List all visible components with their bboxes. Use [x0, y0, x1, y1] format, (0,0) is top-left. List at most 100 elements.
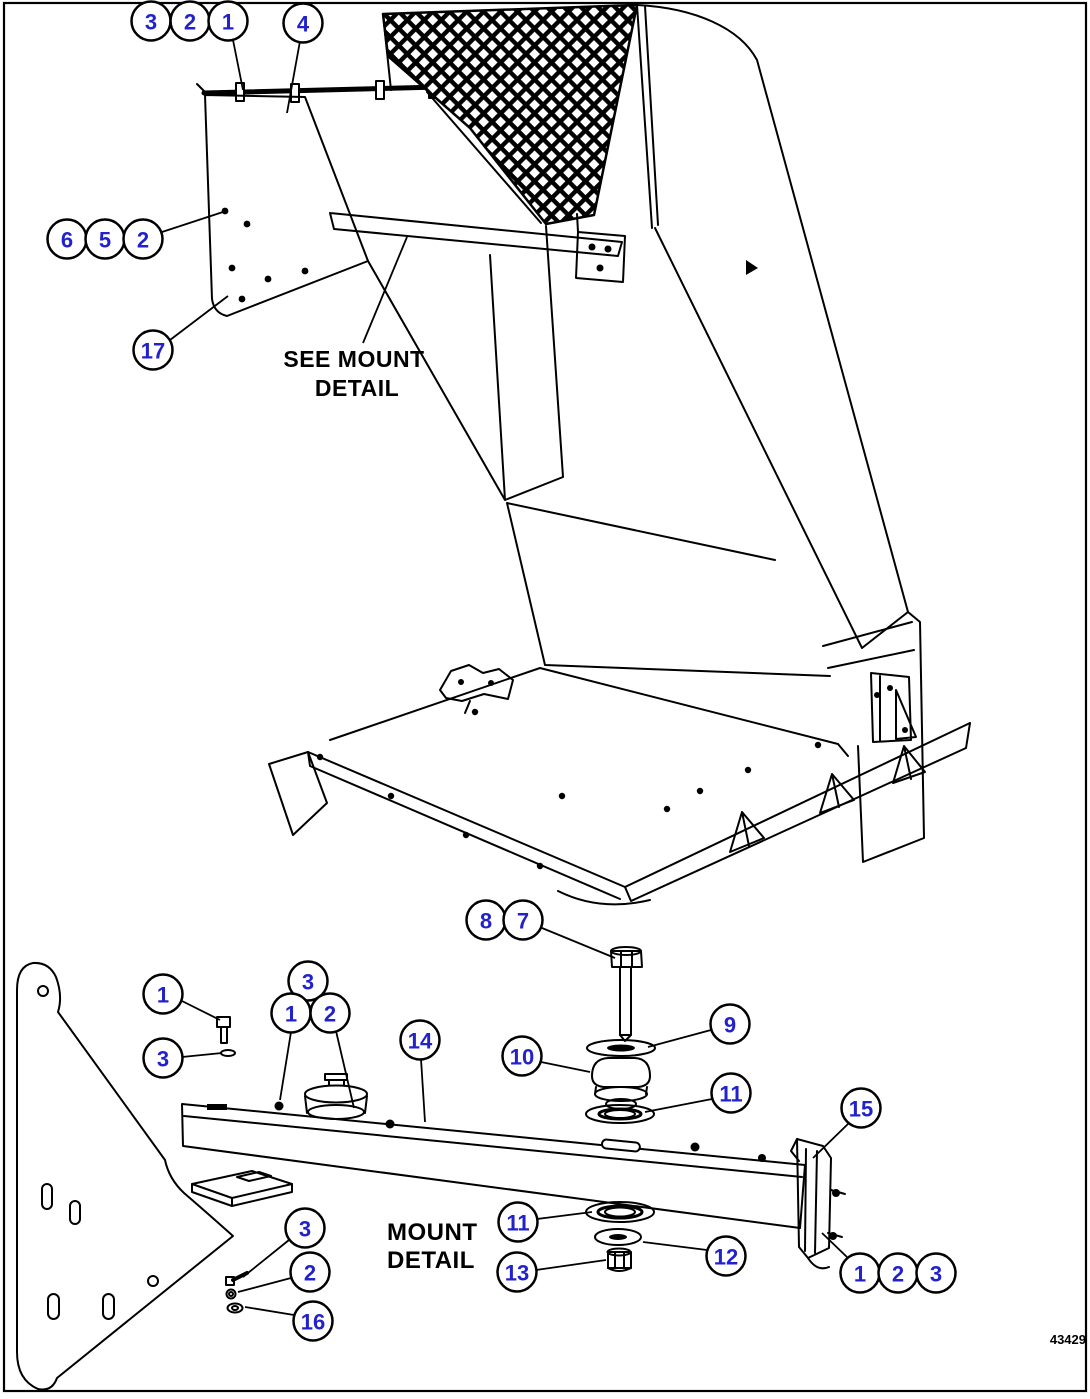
beam-foot-plate [191, 1170, 293, 1207]
callout-balloon-3-11: 3 [142, 1037, 184, 1079]
leader-line-1-2 [232, 39, 244, 91]
balloon-circle [710, 1072, 752, 1114]
leader-line-1-26 [821, 1232, 849, 1259]
balloon-number: 2 [304, 1261, 316, 1286]
callout-balloon-7-9: 7 [502, 899, 544, 941]
mount-detail-label-line2: DETAIL [387, 1247, 475, 1274]
balloon-number: 9 [724, 1013, 736, 1038]
balloon-circle [287, 960, 329, 1002]
deck-platform [268, 664, 971, 906]
balloon-circle [142, 1037, 184, 1079]
balloon-number: 16 [301, 1310, 325, 1335]
leader-line-14-15 [420, 1058, 426, 1123]
balloon-number: 3 [930, 1262, 942, 1287]
leader-line-13-22 [535, 1259, 607, 1271]
balloon-number: 15 [849, 1097, 873, 1122]
callout-balloon-11-18: 11 [710, 1072, 752, 1114]
mount-rail [329, 212, 626, 283]
callout-balloon-12-21: 12 [705, 1235, 747, 1277]
balloon-circle [132, 329, 174, 371]
balloon-number: 14 [408, 1029, 433, 1054]
callout-balloon-2-1: 2 [169, 0, 211, 42]
callout-balloon-17-7: 17 [132, 329, 174, 371]
balloon-circle [709, 1003, 751, 1045]
callout-balloon-14-15: 14 [399, 1019, 441, 1061]
balloon-number: 17 [141, 339, 165, 364]
balloon-circle [282, 2, 324, 44]
balloon-circle [497, 1201, 539, 1243]
balloon-number: 3 [299, 1217, 311, 1242]
isolator-mount-installed [304, 1073, 368, 1120]
callout-balloon-13-22: 13 [496, 1251, 538, 1293]
balloon-circle [142, 973, 184, 1015]
callout-balloon-2-27: 2 [877, 1252, 919, 1294]
left-bracket-plate [16, 961, 234, 1391]
callout-balloon-11-20: 11 [497, 1201, 539, 1243]
mount-detail-label-line1: MOUNT [387, 1219, 477, 1246]
front-panel [367, 225, 831, 677]
balloon-number: 11 [719, 1082, 742, 1107]
callout-balloon-3-23: 3 [284, 1207, 326, 1249]
leader-line-2-6 [161, 210, 227, 233]
callout-balloon-2-24: 2 [289, 1251, 331, 1293]
leader-line-7-9 [541, 927, 616, 959]
callout-balloon-2-14: 2 [309, 992, 351, 1034]
hardware-bolt-washer-left [216, 1016, 236, 1057]
balloon-number: 3 [157, 1047, 169, 1072]
callout-balloon-16-25: 16 [292, 1300, 334, 1342]
balloon-circle [501, 1035, 543, 1077]
balloon-circle [705, 1235, 747, 1277]
balloon-circle [292, 1300, 334, 1342]
balloon-number: 10 [510, 1045, 534, 1070]
leader-line-11-20 [536, 1211, 593, 1220]
balloon-circle [284, 1207, 326, 1249]
isolator-stack-lower [585, 1201, 655, 1272]
balloon-number: 5 [99, 228, 111, 253]
callout-balloon-1-13: 1 [270, 992, 312, 1034]
balloon-number: 2 [324, 1002, 336, 1027]
balloon-number: 6 [61, 228, 73, 253]
leader-line-16-25 [244, 1306, 295, 1316]
see-mount-detail-label-line1: SEE MOUNT [283, 346, 424, 372]
balloon-circle [840, 1087, 882, 1129]
mount-detail-assembly [16, 946, 846, 1391]
balloon-circle [399, 1019, 441, 1061]
leader-line-12-21 [642, 1241, 708, 1251]
mesh-screen [381, 3, 659, 229]
balloon-number: 3 [145, 10, 157, 35]
balloon-circle [122, 218, 164, 260]
canopy-assembly [196, 3, 971, 906]
callout-balloon-3-28: 3 [915, 1252, 957, 1294]
leader-line-1-10 [181, 1000, 221, 1021]
left-side-plate [204, 94, 369, 317]
see-mount-detail-label-line2: DETAIL [315, 375, 399, 401]
balloon-circle [207, 0, 249, 42]
balloon-number: 13 [505, 1261, 529, 1286]
callout-balloon-2-6: 2 [122, 218, 164, 260]
balloon-number: 1 [285, 1002, 297, 1027]
balloon-number: 1 [854, 1262, 866, 1287]
callout-balloon-3-12: 3 [287, 960, 329, 1002]
callout-balloon-4-3: 4 [282, 2, 324, 44]
callout-balloon-1-10: 1 [142, 973, 184, 1015]
balloon-number: 11 [506, 1211, 529, 1236]
leader-line-10-17 [540, 1061, 591, 1073]
callout-balloon-1-26: 1 [839, 1252, 881, 1294]
leader-line-1-13 [279, 1031, 292, 1101]
balloon-circle [915, 1252, 957, 1294]
leader-line-3-11 [181, 1052, 223, 1058]
leader-line-9-16 [647, 1029, 712, 1048]
hardware-group-bottom-left [225, 1271, 249, 1314]
callout-balloon-6-4: 6 [46, 218, 88, 260]
callout-balloon-1-2: 1 [207, 0, 249, 42]
balloon-circle [496, 1251, 538, 1293]
balloon-number: 7 [517, 909, 529, 934]
leader-line-15-19 [812, 1122, 850, 1159]
isolator-stack-upper [585, 946, 656, 1124]
balloon-number: 12 [714, 1245, 738, 1270]
callout-balloon-15-19: 15 [840, 1087, 882, 1129]
